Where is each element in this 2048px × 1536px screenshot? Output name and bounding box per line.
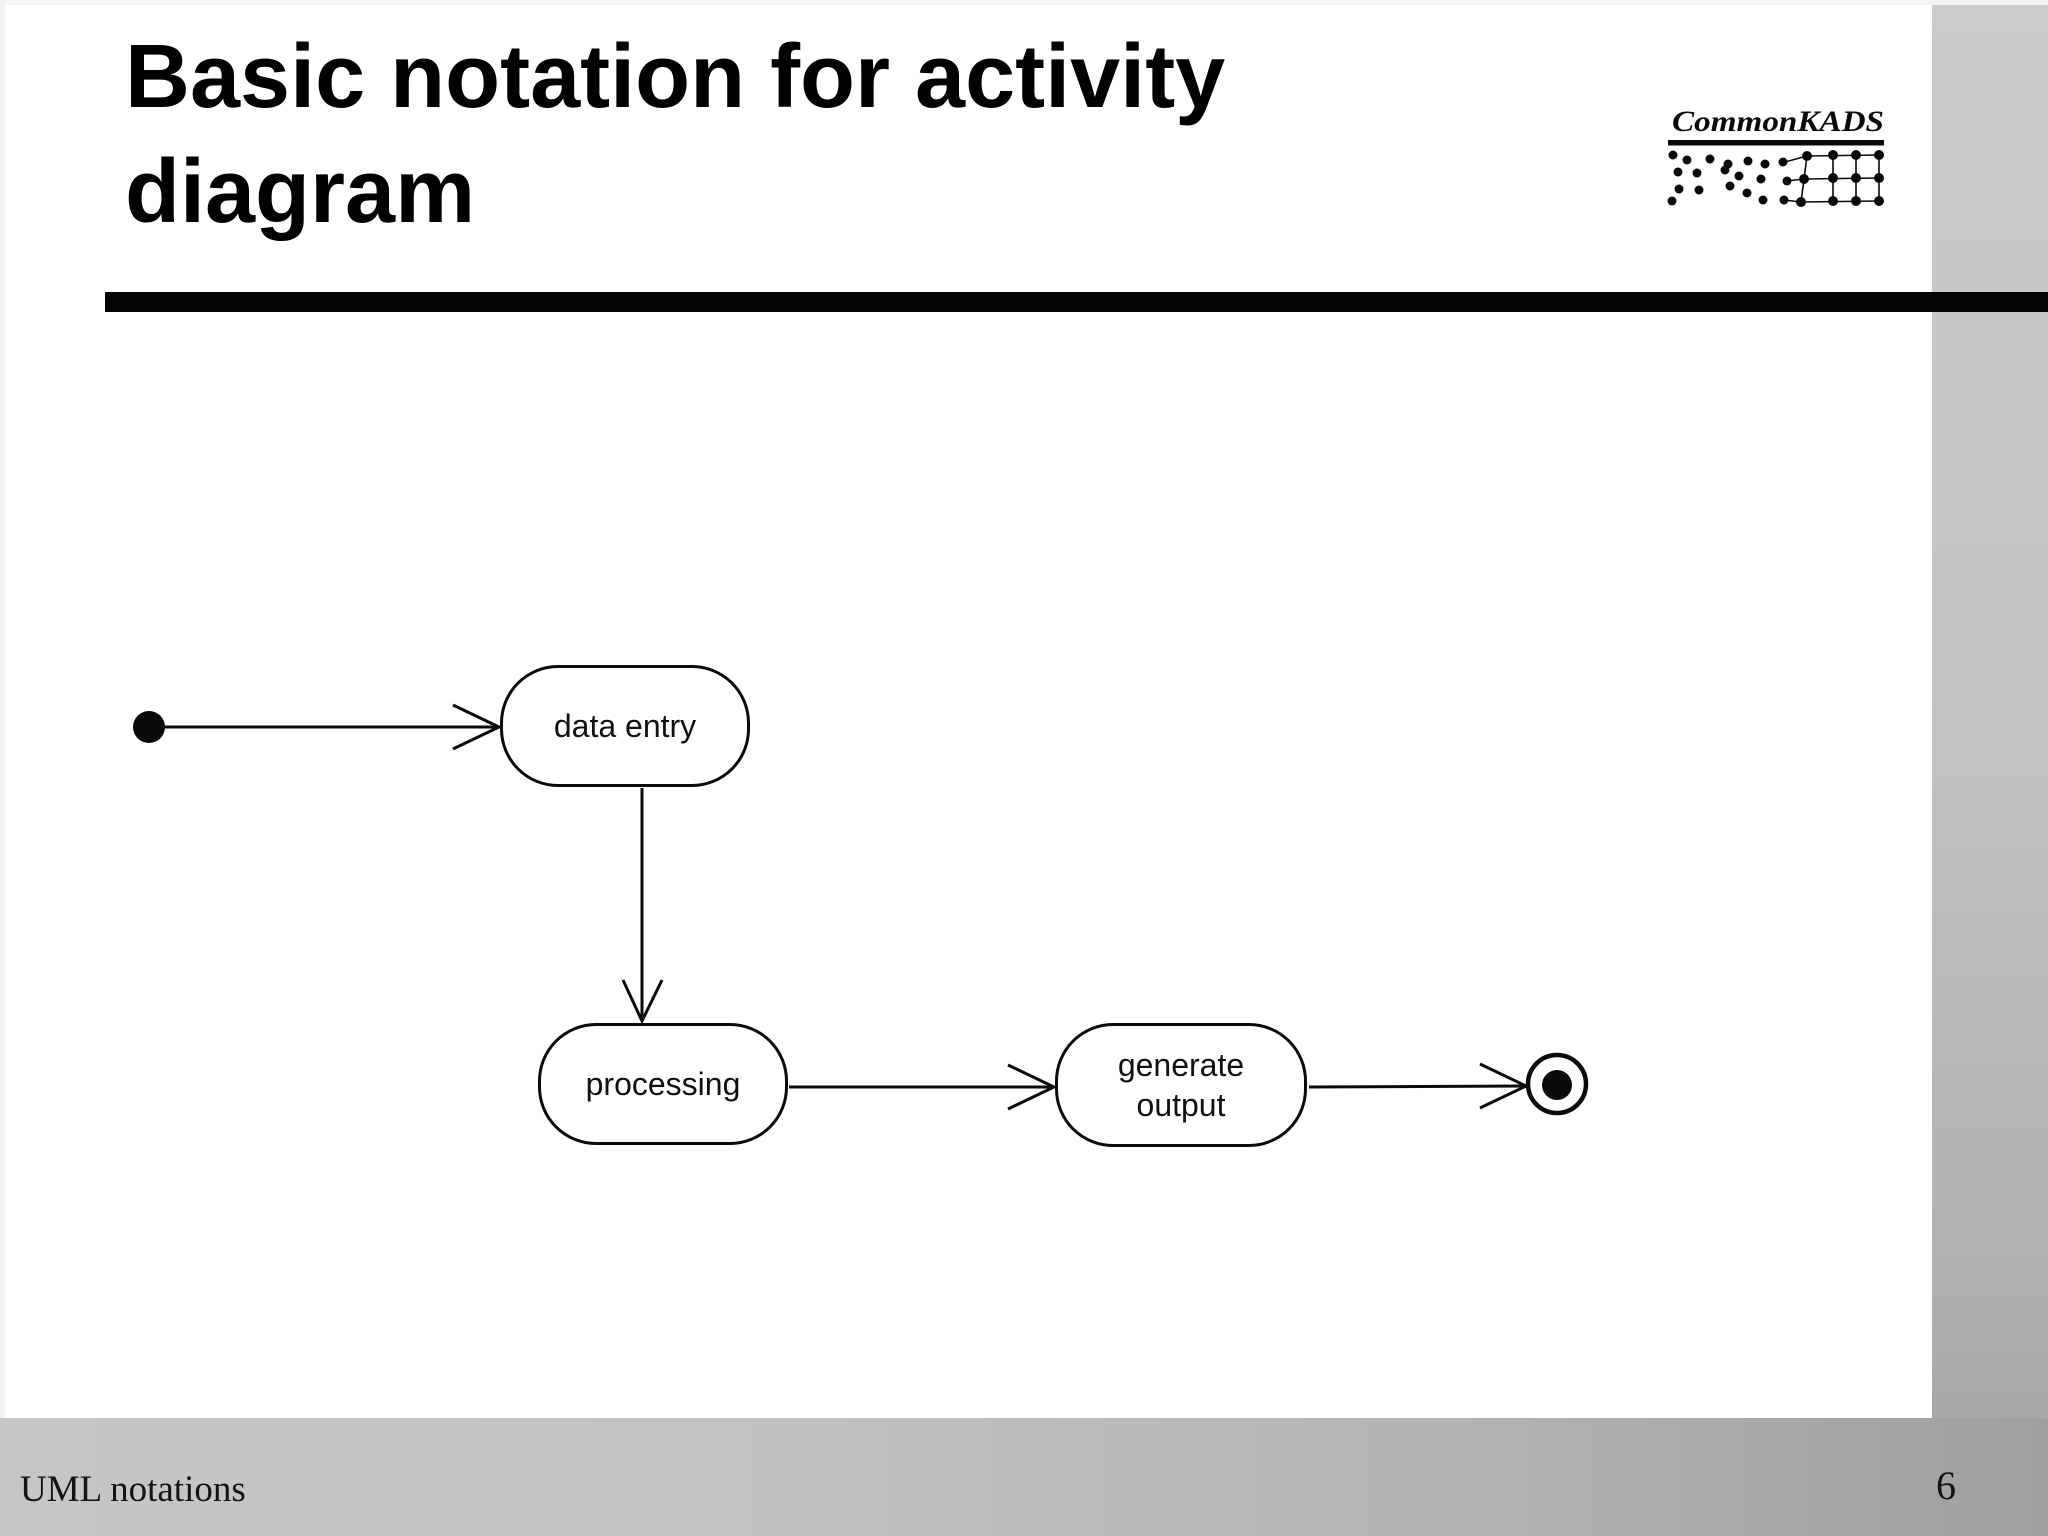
arrowhead-icon — [1007, 1063, 1058, 1111]
page-title: Basic notation for activity diagram — [125, 20, 1225, 250]
logo-underline — [1668, 140, 1884, 146]
activity-node-data-entry: data entry — [500, 665, 750, 787]
activity-label: data entry — [553, 708, 697, 744]
footer-label: UML notations — [20, 1469, 246, 1510]
activity-node-generate-output: generate output — [1055, 1023, 1307, 1147]
logo-dot-scatter — [1667, 150, 1792, 206]
slide-edge-left — [0, 0, 5, 1418]
commonkads-logo-icon: CommonKADS — [1667, 105, 1884, 207]
edge-processing-to-generate-output — [789, 1063, 1058, 1111]
title-divider-rule — [105, 292, 2048, 312]
right-gradient-band — [1932, 0, 2048, 1536]
bottom-gradient-band — [0, 1418, 2048, 1536]
arrowhead-icon — [621, 979, 664, 1025]
page-number: 6 — [1936, 1463, 1956, 1508]
initial-state-node — [133, 711, 165, 743]
activity-label-line-1: generate — [1117, 1047, 1245, 1083]
page-title-line-1: Basic notation for activity — [125, 27, 1226, 127]
final-state-node — [1525, 1052, 1589, 1116]
page-title-line-2: diagram — [125, 142, 476, 243]
edge-initial-to-data-entry — [165, 703, 503, 751]
commonkads-logo-text: CommonKADS — [1672, 105, 1884, 138]
edge-data-entry-to-processing — [621, 788, 664, 1025]
activity-label: processing — [585, 1066, 741, 1102]
activity-node-processing: processing — [538, 1023, 788, 1145]
edge-generate-output-to-final — [1308, 1062, 1530, 1110]
activity-label-line-2: output — [1136, 1087, 1226, 1123]
slide-edge-top — [0, 0, 2048, 5]
arrowhead-icon — [452, 703, 503, 751]
logo-grid-dots — [1796, 150, 1884, 207]
